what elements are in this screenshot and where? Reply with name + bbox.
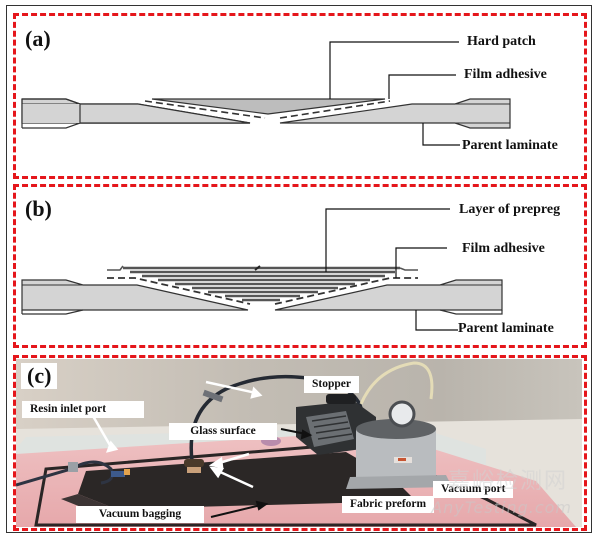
label-resin-inlet-port: Resin inlet port bbox=[22, 401, 144, 419]
label-stopper: Stopper bbox=[304, 376, 359, 394]
label-vacuum-bagging: Vacuum bagging bbox=[76, 506, 204, 524]
setup-photo: (c) Resin inlet port Glass surface Stopp… bbox=[16, 359, 582, 527]
fabric-preform bbox=[78, 452, 416, 509]
callout-parent-laminate-a: Parent laminate bbox=[462, 138, 558, 153]
callout-parent-laminate-b: Parent laminate bbox=[458, 321, 554, 336]
sealant-tape bbox=[34, 441, 537, 527]
callout-layer-of-prepreg: Layer of prepreg bbox=[459, 202, 561, 217]
callout-film-adhesive-a: Film adhesive bbox=[464, 67, 547, 82]
stopper-clamp bbox=[202, 389, 224, 403]
panel-b-label: (b) bbox=[25, 196, 52, 221]
panel-b-border bbox=[13, 184, 587, 348]
watermark-cn: 嘉峪检测网 bbox=[447, 469, 568, 494]
vacuum-port bbox=[184, 459, 204, 467]
resin-inlet-tube bbox=[16, 460, 114, 487]
panel-a-label: (a) bbox=[25, 26, 51, 51]
resin-trap bbox=[346, 400, 452, 489]
panel-c-label: (c) bbox=[21, 363, 58, 389]
pressure-gauge bbox=[388, 400, 416, 428]
setup-photo-scene bbox=[16, 359, 582, 527]
annotation-arrows-black bbox=[210, 428, 313, 518]
label-fabric-preform: Fabric preform bbox=[342, 496, 435, 514]
watermark-en: AnyTesting.com bbox=[431, 498, 572, 517]
panel-a-border bbox=[13, 13, 587, 179]
callout-film-adhesive-b: Film adhesive bbox=[462, 241, 545, 256]
label-glass-surface: Glass surface bbox=[169, 423, 277, 441]
label-vacuum-port: Vacuum port bbox=[433, 481, 514, 499]
callout-hard-patch: Hard patch bbox=[467, 34, 536, 49]
panel-c-border-inner bbox=[13, 355, 587, 531]
clear-tubing bbox=[359, 361, 434, 405]
